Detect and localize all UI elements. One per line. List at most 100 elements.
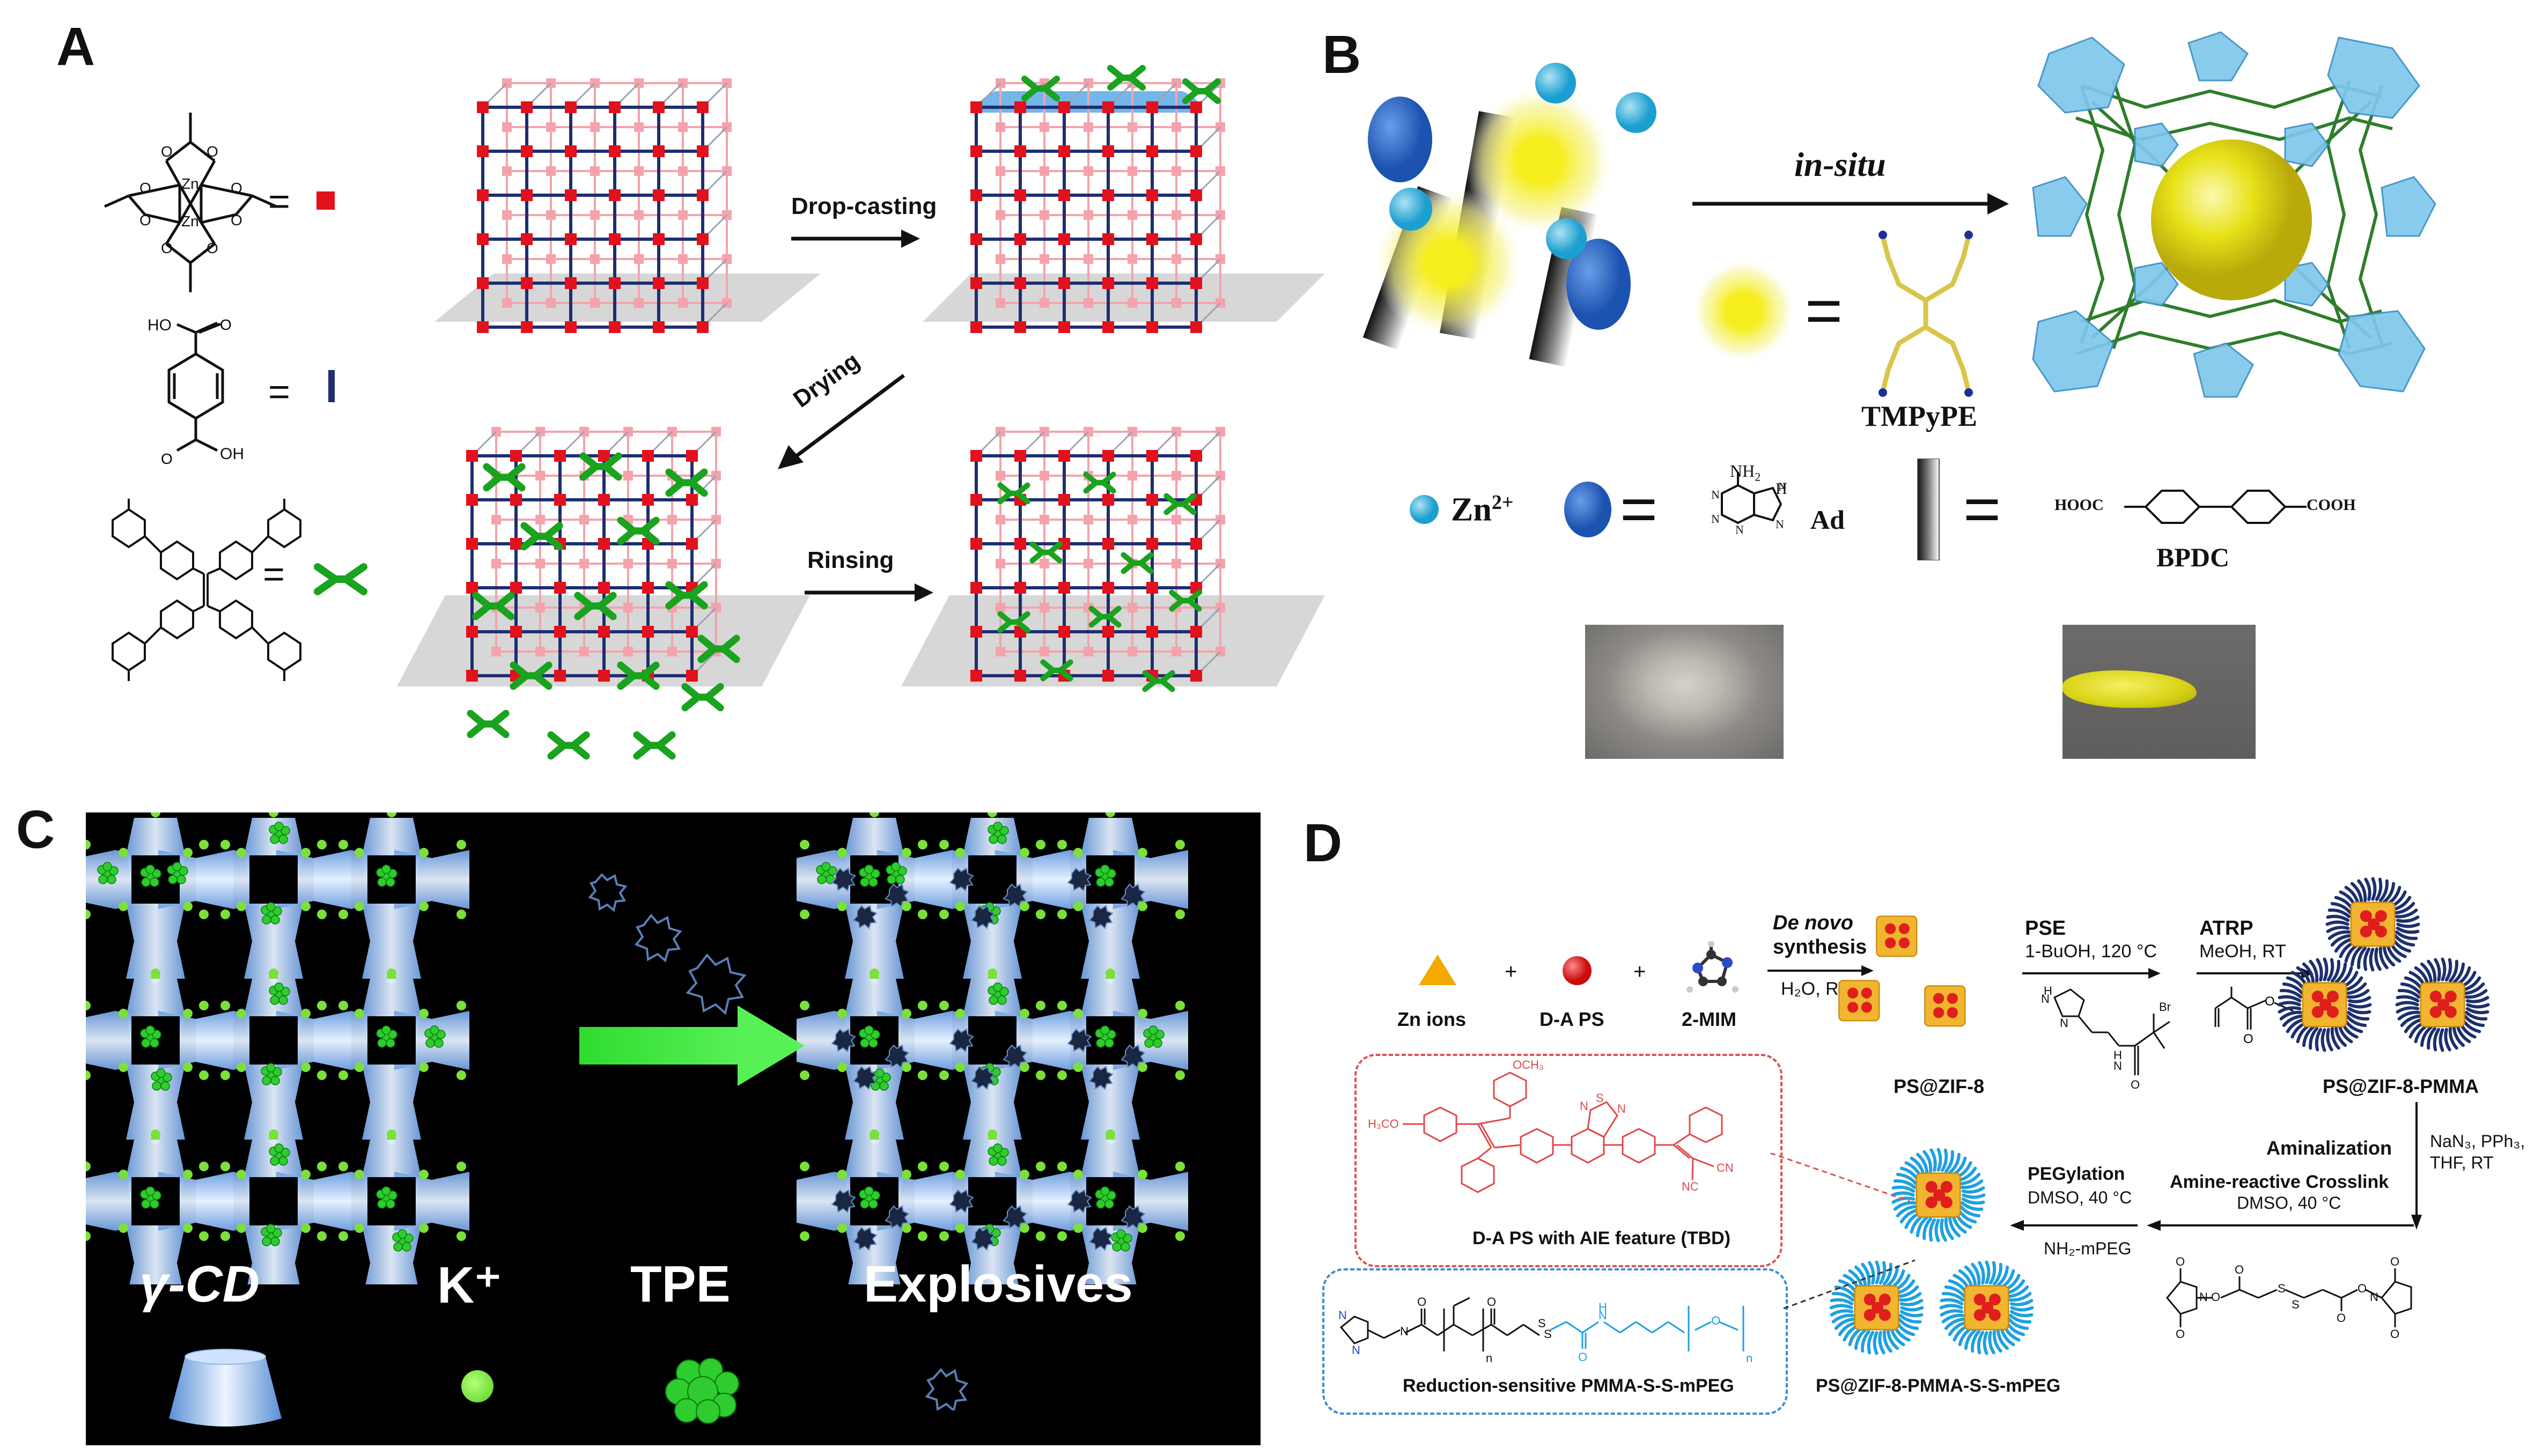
svg-text:O: O bbox=[2265, 994, 2275, 1009]
crosslink-cond: DMSO, 40 °C bbox=[2237, 1193, 2341, 1213]
legend-explosives-label: Explosives bbox=[864, 1255, 1133, 1313]
svg-text:N: N bbox=[2041, 992, 2050, 1006]
yellow-powder-photo bbox=[2062, 625, 2256, 759]
arrow-insitu bbox=[1692, 193, 2009, 215]
pmma-particle bbox=[2395, 957, 2490, 1052]
ps-zif8-label: PS@ZIF-8 bbox=[1894, 1075, 1985, 1097]
svg-text:N: N bbox=[2199, 1290, 2208, 1304]
arrow-pegylation bbox=[2010, 1220, 2138, 1231]
precursor-mixture-illustration bbox=[1362, 63, 1656, 367]
svg-text:O: O bbox=[2235, 1263, 2244, 1276]
tpe-linker-structure bbox=[112, 499, 301, 681]
svg-text:O: O bbox=[1487, 1295, 1496, 1309]
tpe-legend-equals: = bbox=[263, 553, 285, 595]
svg-text:N: N bbox=[1338, 1309, 1347, 1322]
tmpype-equals: = bbox=[1805, 275, 1843, 346]
da-ps-icon bbox=[1563, 956, 1592, 985]
legend-potassium-label: K⁺ bbox=[437, 1257, 502, 1314]
svg-text:S: S bbox=[1544, 1327, 1552, 1341]
bpdc-label: BPDC bbox=[2156, 542, 2230, 572]
svg-text:H: H bbox=[1599, 1300, 1607, 1314]
svg-text:O: O bbox=[2337, 1311, 2346, 1325]
panel-letter-c: C bbox=[16, 800, 55, 860]
arrow-drying bbox=[778, 374, 905, 469]
tmpype-label: TMPyPE bbox=[1861, 400, 1977, 432]
zn-ion-text: Zn bbox=[1451, 491, 1492, 528]
arrow-crosslink bbox=[2147, 1220, 2414, 1231]
arrow-denovo bbox=[1767, 965, 1874, 976]
yellow-powder-pile bbox=[2062, 670, 2197, 708]
svg-text:O: O bbox=[161, 450, 173, 467]
da-ps-molecule-structure: S N N OCH₃ H₃CO NC CN bbox=[1368, 1059, 1734, 1193]
svg-text:N: N bbox=[1711, 512, 1720, 526]
svg-text:O: O bbox=[139, 180, 151, 196]
svg-text:O: O bbox=[1417, 1295, 1426, 1309]
svg-text:O: O bbox=[2131, 1078, 2140, 1091]
atrp-label-2: MeOH, RT bbox=[2199, 941, 2286, 962]
tmpype-molecule-model bbox=[1879, 231, 1973, 397]
2-mim-label: 2-MIM bbox=[1682, 1008, 1736, 1030]
svg-text:n: n bbox=[1746, 1351, 1752, 1365]
aminalization-label: Aminalization bbox=[2266, 1137, 2392, 1159]
bio-mof-framework-illustration bbox=[2032, 31, 2436, 398]
zn-ions-icon bbox=[1419, 955, 1456, 985]
legend-gamma-cd-label: γ-CD bbox=[139, 1255, 260, 1313]
bpdc-structure bbox=[2124, 490, 2307, 524]
zn-ion-charge: 2+ bbox=[1491, 491, 1514, 514]
denovo-label-2: synthesis bbox=[1773, 936, 1867, 958]
aminalization-cond-1: NaN₃, PPh₃, bbox=[2430, 1132, 2525, 1151]
pse-label-2: 1-BuOH, 120 °C bbox=[2025, 941, 2157, 962]
svg-text:O: O bbox=[2211, 1290, 2220, 1304]
panel-letter-a: A bbox=[56, 17, 95, 77]
aminalization-cond-2: THF, RT bbox=[2430, 1153, 2494, 1172]
ps-zif8-pmma-label: PS@ZIF-8-PMMA bbox=[2323, 1075, 2479, 1097]
svg-text:O: O bbox=[207, 143, 218, 160]
svg-text:O: O bbox=[207, 240, 218, 256]
zn-ion-legend-icon bbox=[1410, 495, 1439, 524]
pse-label-1: PSE bbox=[2025, 917, 2066, 940]
arrow-rinsing bbox=[805, 583, 933, 602]
adenine-label: Ad bbox=[1810, 505, 1845, 535]
svg-text:N: N bbox=[1711, 488, 1720, 501]
thiadiazole-s: S bbox=[1596, 1091, 1604, 1105]
final-particle bbox=[1939, 1260, 2034, 1355]
pegylation-cond-1: DMSO, 40 °C bbox=[2028, 1188, 2132, 1207]
svg-text:O: O bbox=[2176, 1255, 2185, 1268]
svg-text:O: O bbox=[231, 180, 242, 196]
plus-1: + bbox=[1505, 960, 1518, 984]
da-ps-caption: D-A PS with AIE feature (TBD) bbox=[1472, 1228, 1731, 1248]
crosslink-label: Amine-reactive Crosslink bbox=[2170, 1172, 2389, 1192]
svg-text:O: O bbox=[220, 316, 232, 333]
step-rinsing-label: Rinsing bbox=[807, 547, 894, 573]
cyclodextrin-icon bbox=[169, 1349, 282, 1427]
pegylation-cond-2: NH₂-mPEG bbox=[2044, 1239, 2132, 1258]
bpdc-hooc-label: HOOC bbox=[2054, 496, 2104, 514]
tpe-linker-legend-icon bbox=[314, 563, 367, 595]
bdc-oh-label: OH bbox=[220, 445, 244, 463]
cd-mof-before-illustration bbox=[86, 812, 1188, 1284]
svg-text:O: O bbox=[231, 212, 242, 228]
svg-text:H: H bbox=[2113, 1048, 2122, 1062]
potassium-ion-icon bbox=[461, 1370, 493, 1402]
ps-zif8-particle bbox=[1876, 915, 1918, 957]
denovo-label-3: H₂O, RT bbox=[1781, 979, 1850, 999]
zn-ions-label: Zn ions bbox=[1397, 1008, 1466, 1030]
connector-lines bbox=[1770, 1153, 1916, 1310]
panel-letter-d: D bbox=[1303, 813, 1343, 873]
svg-text:N: N bbox=[1776, 518, 1784, 531]
zn-label-2: Zn bbox=[181, 213, 199, 230]
ps-zif8-particle bbox=[1838, 980, 1880, 1022]
svg-text:O: O bbox=[1578, 1350, 1587, 1364]
svg-text:O: O bbox=[2176, 1327, 2185, 1341]
arrow-atrp bbox=[2197, 968, 2314, 979]
arrow-dropcasting bbox=[791, 230, 920, 248]
white-powder-photo bbox=[1585, 625, 1784, 759]
tpe-cluster-icon bbox=[665, 1358, 739, 1424]
intermediate-particle bbox=[1891, 1148, 1986, 1243]
cube-dried bbox=[466, 427, 740, 760]
svg-text:O: O bbox=[2358, 1282, 2367, 1295]
svg-text:N: N bbox=[1778, 480, 1787, 493]
och3-label: OCH₃ bbox=[1513, 1059, 1544, 1071]
